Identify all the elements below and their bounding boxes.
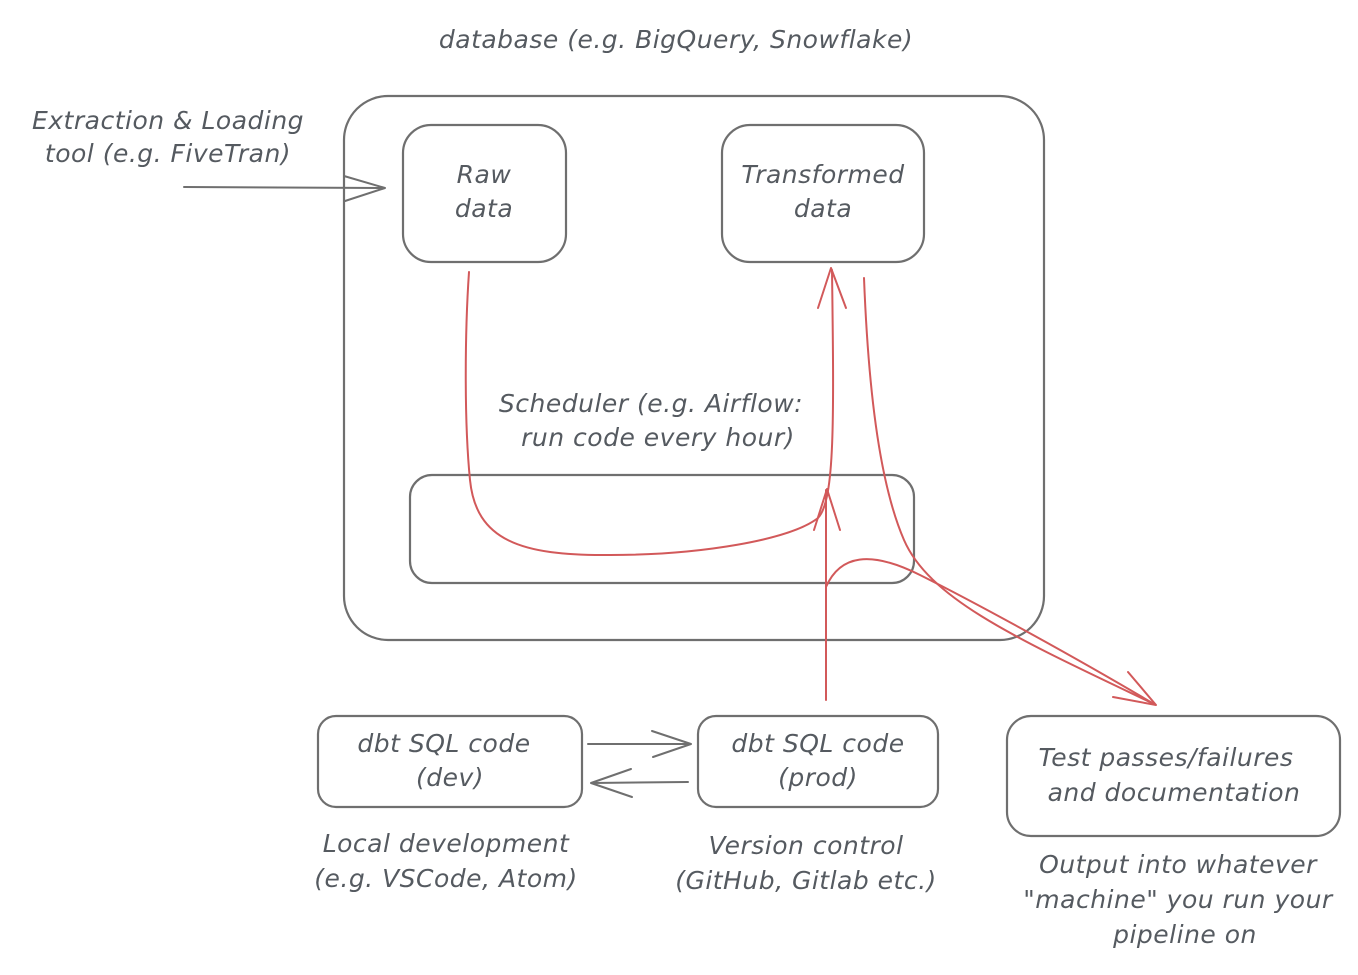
- extraction-arrow: [183, 186, 385, 189]
- test-output-label-line1: Test passes/failures: [1039, 743, 1294, 772]
- pull-to-dev-arrowhead: [590, 768, 633, 798]
- scheduler-to-output-flow: [825, 558, 1155, 705]
- transformed-to-output-flow: [863, 277, 1155, 705]
- dbt-dev-box: [316, 714, 584, 809]
- transformed-data-box: [720, 123, 926, 264]
- dbt-dev-label-line2: (dev): [416, 763, 484, 792]
- local-dev-label-line1: Local development: [323, 829, 570, 858]
- extraction-label-line2: tool (e.g. FiveTran): [45, 139, 291, 168]
- extraction-label-line1: Extraction & Loading: [32, 106, 304, 135]
- output-label-line1: Output into whatever: [1039, 850, 1318, 879]
- dbt-prod-label-line2: (prod): [778, 763, 858, 792]
- dbt-prod-box: [696, 714, 940, 809]
- transformed-data-label-line1: Transformed: [741, 160, 904, 189]
- database-container: [342, 94, 1046, 642]
- local-dev-label-line2: (e.g. VSCode, Atom): [314, 864, 578, 893]
- extraction-arrowhead: [343, 175, 386, 202]
- scheduler-label-line2: run code every hour): [521, 423, 795, 452]
- output-label-line2: "machine" you run your: [1023, 885, 1334, 914]
- dbt-dev-label-line1: dbt SQL code: [357, 729, 530, 758]
- prod-to-scheduler-arrowhead: [813, 488, 841, 531]
- push-to-prod-arrowhead: [651, 730, 692, 758]
- version-control-label-line1: Version control: [708, 831, 903, 860]
- test-output-box: [1005, 714, 1342, 838]
- scheduler-label-line1: Scheduler (e.g. Airflow:: [499, 389, 803, 418]
- pull-to-dev-arrow: [591, 781, 689, 784]
- test-output-label-line2: and documentation: [1048, 778, 1301, 807]
- raw-data-label-line1: Raw: [457, 160, 512, 189]
- scheduler-box: [408, 473, 916, 585]
- output-label-line3: pipeline on: [1112, 920, 1257, 949]
- raw-to-transformed-arrowhead: [817, 267, 847, 309]
- raw-data-box: [401, 123, 568, 264]
- version-control-label-line2: (GitHub, Gitlab etc.): [675, 866, 937, 895]
- raw-data-label-line2: data: [455, 194, 513, 223]
- to-output-arrowhead: [1112, 671, 1157, 706]
- database-title: database (e.g. BigQuery, Snowflake): [439, 25, 913, 54]
- dbt-prod-label-line1: dbt SQL code: [731, 729, 904, 758]
- raw-to-transformed-flow: [464, 269, 835, 557]
- transformed-data-label-line2: data: [794, 194, 852, 223]
